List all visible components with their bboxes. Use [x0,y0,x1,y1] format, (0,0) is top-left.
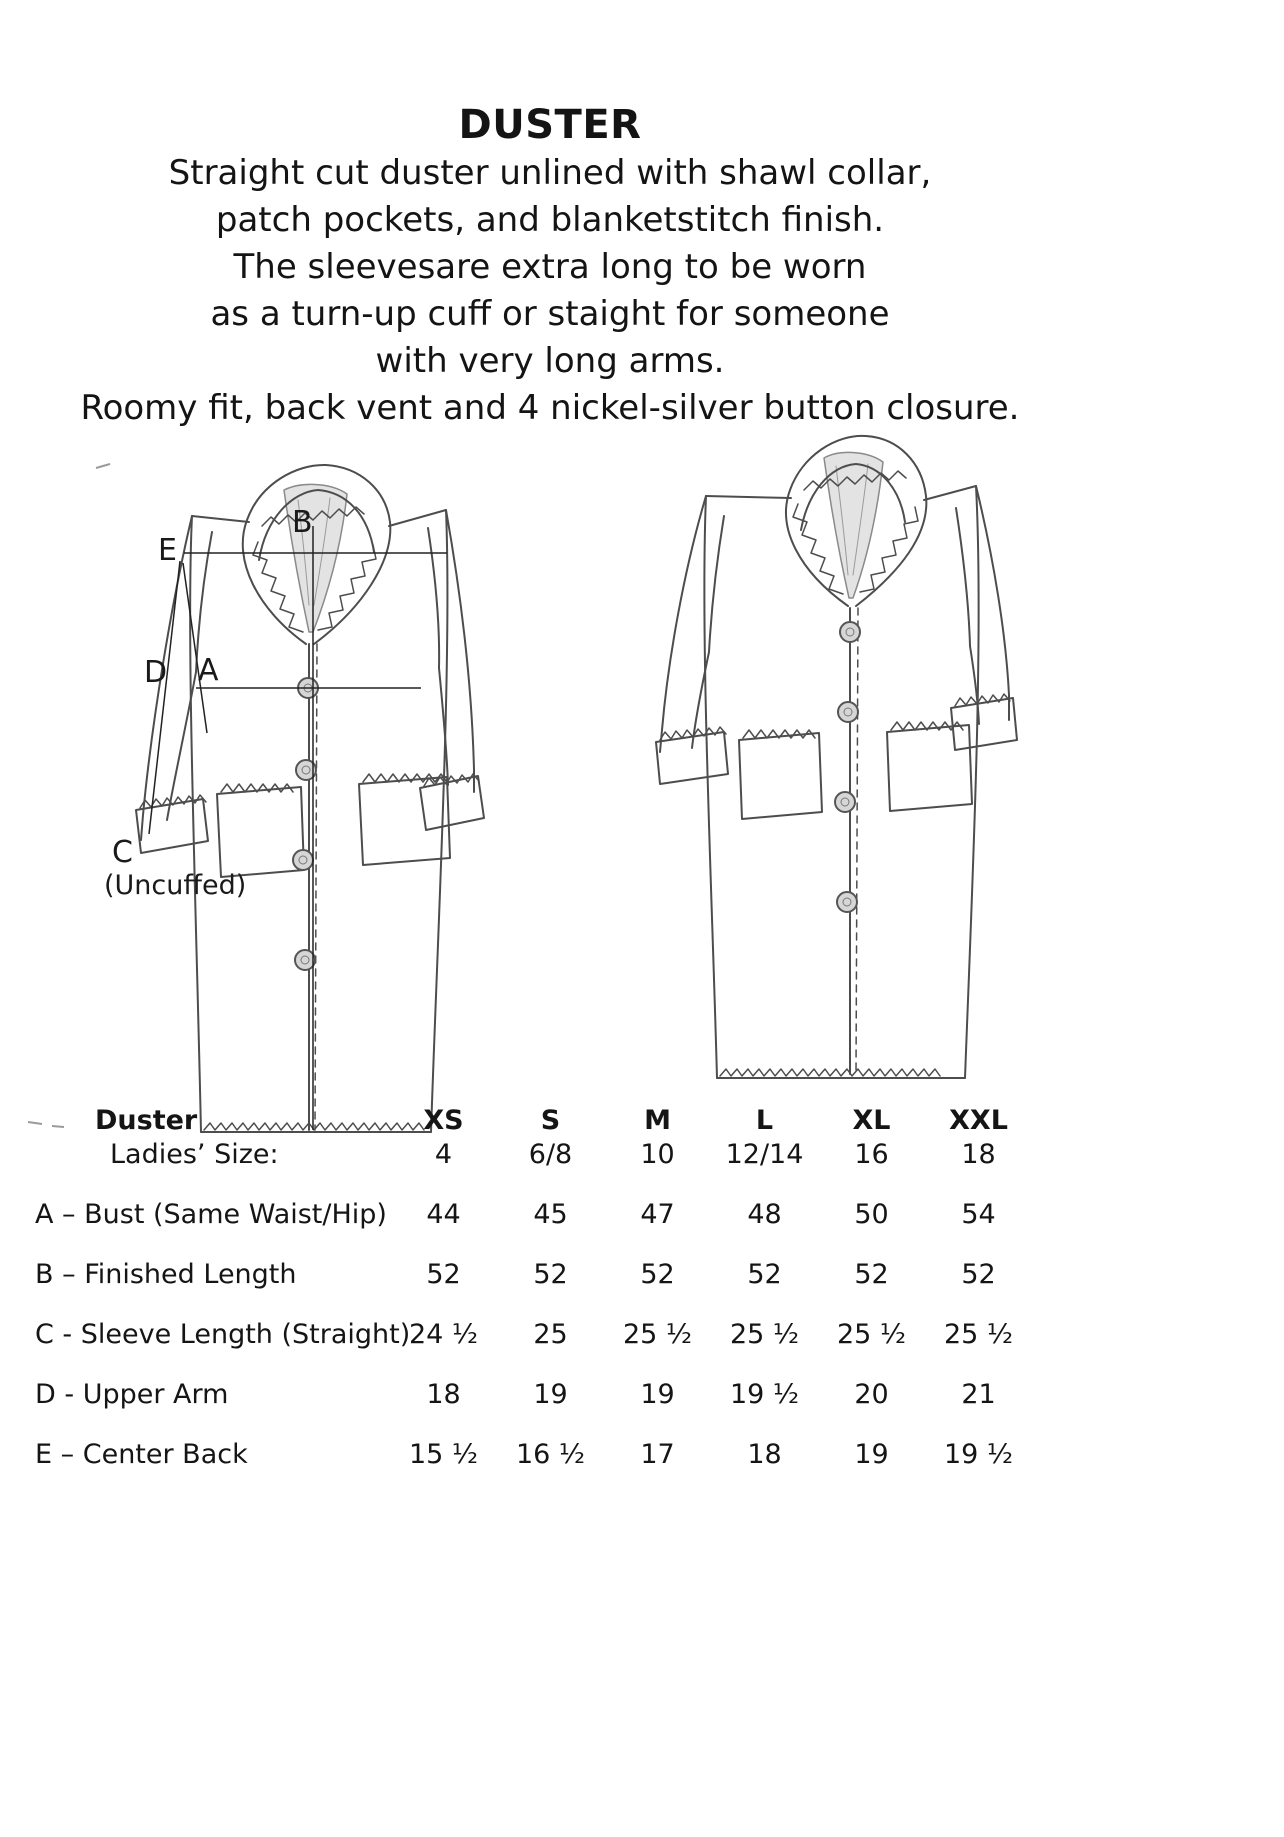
measure-label-a: A [198,653,219,688]
measurement-value: 52 [961,1259,996,1290]
size-number: 10 [640,1139,675,1170]
description-line-1: Straight cut duster unlined with shawl c… [168,153,932,193]
measurement-value: 24 ½ [408,1319,479,1350]
buttons [834,621,861,913]
coat-sketch-svg: B E D A C (Uncuffed) [27,434,1018,1133]
description-line-4: as a turn-up cuff or staight for someone [210,294,890,334]
product-name: Duster [95,1105,198,1136]
size-table-rows: A – Bust (Same Waist/Hip) 44 45 47 48 50 54 B –… [35,1199,1075,1473]
size-row-d: D - Upper Arm 18 19 19 19 ½ 20 21 [35,1379,1075,1413]
measurement-value: 52 [854,1259,889,1290]
measurement-value: 44 [426,1199,461,1230]
measurement-value: 25 ½ [943,1319,1014,1350]
size-label: S [540,1105,561,1136]
patch-pocket [358,776,451,866]
header-block: DUSTER Straight cut duster unlined with … [0,100,1100,432]
patch-pocket [886,724,973,812]
size-header-row: Duster XS S M L XL XXL [35,1105,1075,1139]
measurement-value: 52 [533,1259,568,1290]
size-table: Duster XS S M L XL XXL Ladies’ Size: 4 6/8 10 12… [35,1105,1075,1473]
measurement-value: 19 [533,1379,568,1410]
measurement-value: 19 [640,1379,675,1410]
measurement-value: 25 [533,1319,568,1350]
collar-shading [283,483,348,633]
measurement-value: 52 [426,1259,461,1290]
measurement-value: 19 [854,1439,889,1470]
hem-stitching [203,1122,425,1131]
measure-line-c [148,560,181,835]
measurement-value: 47 [640,1199,675,1230]
measure-label-c: C [112,835,133,870]
size-number: 12/14 [725,1139,804,1170]
size-label: L [755,1105,774,1136]
measurement-value: 21 [961,1379,996,1410]
measurement-value: 15 ½ [408,1439,479,1470]
measurement-value: 20 [854,1379,889,1410]
description-line-3: The sleevesare extra long to be worn [233,247,867,287]
measurement-value: 25 ½ [836,1319,907,1350]
measurement-value: 17 [640,1439,675,1470]
measurement-value: 50 [854,1199,889,1230]
size-number: 18 [961,1139,996,1170]
measure-label-e: E [158,533,177,568]
measurement-value: 19 ½ [943,1439,1014,1470]
measurement-value: 45 [533,1199,568,1230]
measurement-value: 25 ½ [729,1319,800,1350]
size-number: 6/8 [528,1139,573,1170]
measure-label-d: D [144,655,167,690]
buttons [292,677,319,971]
size-number: 4 [434,1139,453,1170]
measurement-label: C - Sleeve Length (Straight) [35,1319,411,1350]
measurement-label: B – Finished Length [35,1259,297,1290]
measurement-label: D - Upper Arm [35,1379,229,1410]
patch-pocket [216,786,305,878]
measurement-label: E – Center Back [35,1439,248,1470]
coat-sketch-front-right [655,434,1018,1079]
pencil-marks [27,463,111,1128]
size-row-c: C - Sleeve Length (Straight)24 ½ 25 25 ½ 25… [35,1319,1075,1353]
description-line-5: with very long arms. [375,341,725,381]
description-line-6: Roomy fit, back vent and 4 nickel-silver… [80,388,1020,428]
measurement-value: 18 [426,1379,461,1410]
size-label: M [644,1105,671,1136]
measure-label-b: B [292,505,313,540]
measurement-lines [148,526,447,1130]
ladies-size-label: Ladies’ Size: [110,1139,279,1170]
size-row-b: B – Finished Length 52 52 52 52 52 52 [35,1259,1075,1293]
size-label: XS [423,1105,464,1136]
size-row-e: E – Center Back 15 ½ 16 ½ 17 18 19 19 ½ [35,1439,1075,1473]
page-title: DUSTER [458,102,642,148]
patch-pocket [738,732,823,820]
measurement-value: 54 [961,1199,996,1230]
measurement-value: 16 ½ [515,1439,586,1470]
description-line-2: patch pockets, and blanketstitch finish. [215,200,885,240]
measurement-value: 25 ½ [622,1319,693,1350]
measurement-value: 19 ½ [729,1379,800,1410]
measurement-value: 52 [747,1259,782,1290]
measure-label-uncuffed: (Uncuffed) [104,870,246,901]
size-label: XXL [949,1105,1008,1136]
measurement-value: 18 [747,1439,782,1470]
size-number: 16 [854,1139,889,1170]
measurement-value: 52 [640,1259,675,1290]
hem-stitching [719,1068,941,1077]
measure-line-d [182,562,208,734]
size-number-row: Ladies’ Size: 4 6/8 10 12/14 16 18 [35,1139,1075,1173]
size-label: XL [852,1105,891,1136]
coat-sketch-front-left [135,463,485,1133]
measurement-label: A – Bust (Same Waist/Hip) [35,1199,387,1230]
size-row-a: A – Bust (Same Waist/Hip) 44 45 47 48 50 54 [35,1199,1075,1233]
coat-diagram: B E D A C (Uncuffed) [0,420,1284,1150]
measurement-value: 48 [747,1199,782,1230]
